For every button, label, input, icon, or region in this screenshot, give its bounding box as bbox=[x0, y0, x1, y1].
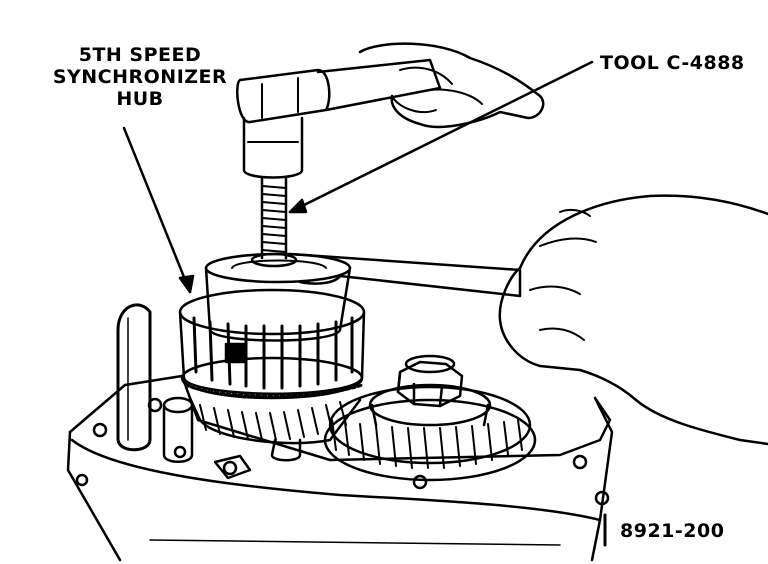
countershaft-gear bbox=[323, 354, 537, 482]
mainshaft-gear bbox=[188, 396, 362, 462]
hub-leader-line bbox=[122, 126, 192, 294]
hub-callout-label: 5TH SPEED SYNCHRONIZER HUB bbox=[40, 44, 240, 110]
wrench-handle bbox=[288, 252, 522, 298]
synchronizer-hub bbox=[178, 288, 366, 400]
hub-label-line-2: SYNCHRONIZER bbox=[52, 66, 228, 88]
tool-screw bbox=[250, 176, 298, 268]
tool-leader-line bbox=[288, 60, 594, 214]
transmission-case bbox=[66, 374, 614, 562]
hub-label-line-3: HUB bbox=[116, 88, 164, 110]
upper-hand bbox=[358, 42, 545, 129]
hub-label-line-1: 5TH SPEED bbox=[78, 44, 202, 66]
figure-id-label: 8921-200 bbox=[620, 520, 725, 542]
lower-hand bbox=[498, 194, 768, 446]
ratchet-socket bbox=[236, 58, 442, 179]
leader-lines bbox=[122, 60, 594, 294]
hub-leader-arrowhead bbox=[178, 274, 195, 294]
detent-pin bbox=[162, 396, 194, 463]
tool-callout-label: TOOL C-4888 bbox=[600, 52, 745, 74]
tool-leader-arrowhead bbox=[288, 198, 308, 214]
shift-rail bbox=[116, 303, 152, 452]
